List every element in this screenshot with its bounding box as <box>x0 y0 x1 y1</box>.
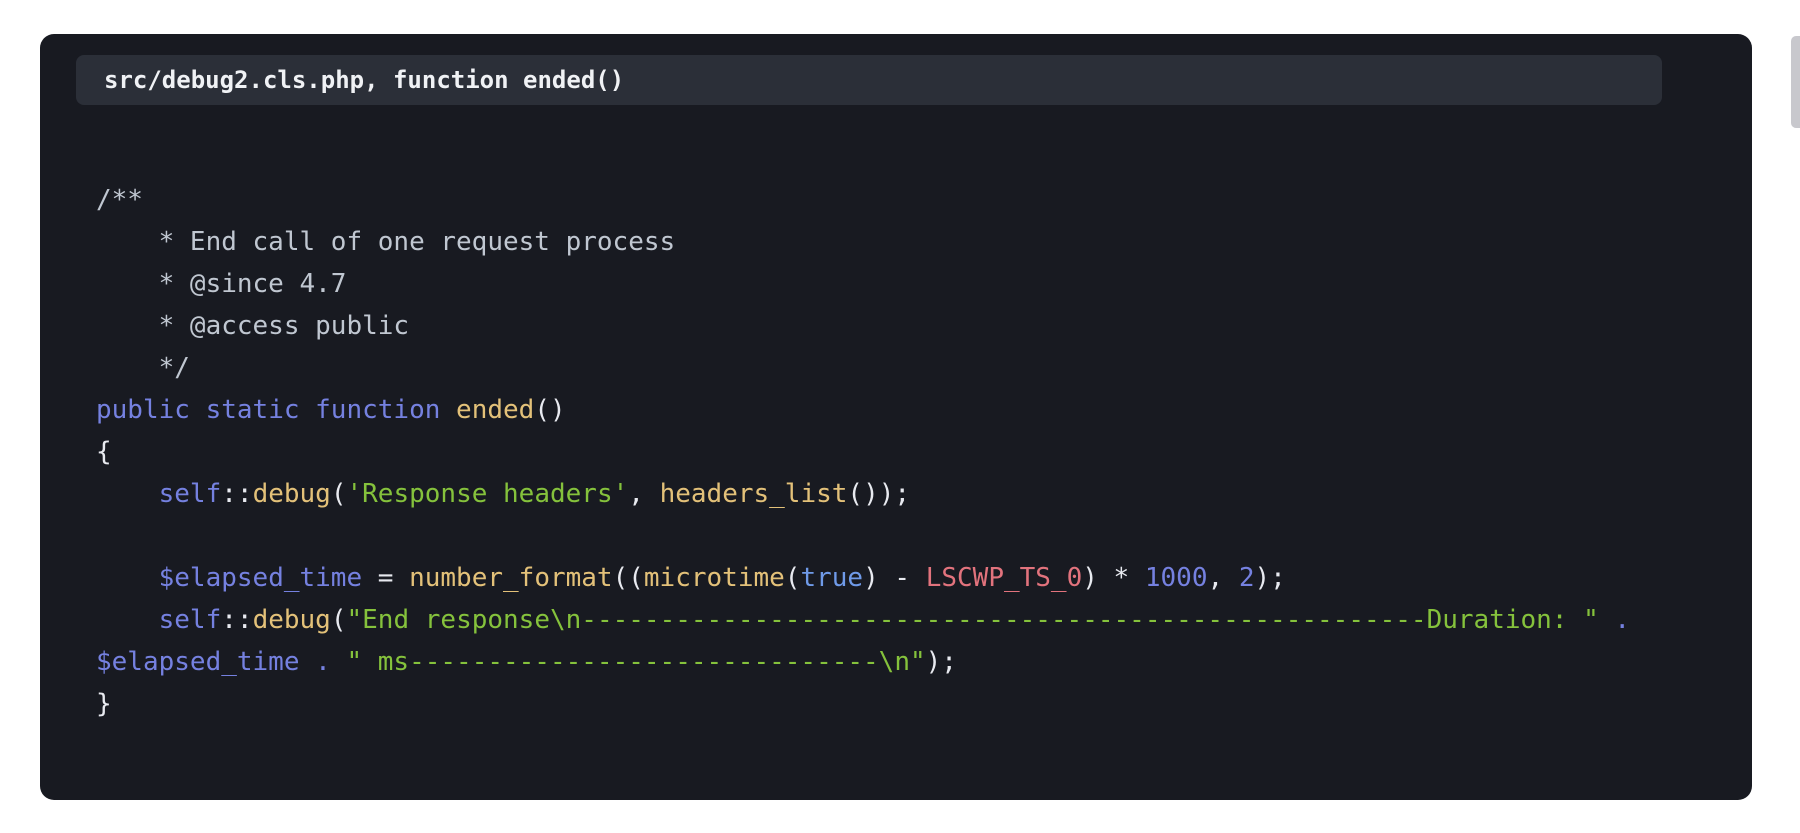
code-token-string: 'Response headers' <box>346 479 629 509</box>
code-token-plain: ) - <box>863 563 926 593</box>
code-token-plain <box>190 395 206 425</box>
code-token-plain <box>440 395 456 425</box>
code-token-keyword: static <box>205 395 300 425</box>
code-token-plain: ( <box>784 563 801 593</box>
code-token-constant: LSCWP_TS_0 <box>925 563 1083 593</box>
code-token-plain: ( <box>330 479 347 509</box>
code-token-variable: self <box>158 605 222 635</box>
code-token-comment: * @access public <box>96 311 410 341</box>
code-token-plain: ( <box>330 605 347 635</box>
code-token-plain <box>96 605 159 635</box>
code-token-plain <box>300 647 316 677</box>
code-token-plain: ); <box>1254 563 1286 593</box>
code-token-plain: ); <box>925 647 957 677</box>
code-token-plain <box>96 479 159 509</box>
code-token-function: headers_list <box>659 479 848 509</box>
code-token-plain: = <box>362 563 410 593</box>
code-header-bar: src/debug2.cls.php, function ended() <box>76 55 1662 105</box>
code-card: src/debug2.cls.php, function ended() /**… <box>40 34 1752 800</box>
code-token-plain: ) * <box>1082 563 1145 593</box>
code-token-boolean: true <box>800 563 864 593</box>
code-token-plain: , <box>1207 563 1239 593</box>
code-token-plain: () <box>534 395 566 425</box>
code-line: */ <box>96 347 1716 389</box>
code-line: * End call of one request process <box>96 221 1716 263</box>
code-token-function: ended <box>456 395 535 425</box>
code-token-plain: , <box>628 479 660 509</box>
code-token-function: microtime <box>643 563 785 593</box>
code-token-plain <box>1599 605 1615 635</box>
code-token-comment: /** <box>96 185 143 215</box>
code-line: { <box>96 431 1716 473</box>
code-token-plain <box>300 395 316 425</box>
code-token-string: "End response\n-------------------------… <box>346 605 1599 635</box>
code-token-keyword: public <box>96 395 190 425</box>
code-line: } <box>96 683 1716 725</box>
code-token-variable: $elapsed_time <box>158 563 363 593</box>
code-token-operator: . <box>315 647 331 677</box>
code-line: /** <box>96 179 1716 221</box>
code-line: public static function ended() <box>96 389 1716 431</box>
code-line: * @since 4.7 <box>96 263 1716 305</box>
code-token-plain: (( <box>612 563 644 593</box>
code-line: * @access public <box>96 305 1716 347</box>
code-header-title: src/debug2.cls.php, function ended() <box>104 66 625 94</box>
code-line: $elapsed_time = number_format((microtime… <box>96 557 1716 599</box>
code-token-number: 2 <box>1238 563 1255 593</box>
code-token-function: number_format <box>409 563 613 593</box>
code-token-plain: :: <box>221 605 253 635</box>
code-token-keyword: function <box>315 395 441 425</box>
code-token-variable: $elapsed_time <box>96 647 300 677</box>
code-token-plain <box>96 563 159 593</box>
code-block: /** * End call of one request process * … <box>76 179 1716 725</box>
code-token-number: 1000 <box>1144 563 1208 593</box>
code-token-plain: { <box>96 437 112 467</box>
code-token-variable: self <box>158 479 222 509</box>
code-token-plain: :: <box>221 479 253 509</box>
code-token-operator: . <box>1614 605 1631 635</box>
code-token-plain: ()); <box>847 479 911 509</box>
code-line: self::debug('Response headers', headers_… <box>96 473 1716 515</box>
code-token-comment: */ <box>96 353 190 383</box>
code-line: $elapsed_time . " ms--------------------… <box>96 641 1716 683</box>
code-token-plain: } <box>96 689 112 719</box>
code-token-function: debug <box>252 479 331 509</box>
code-token-function: debug <box>252 605 331 635</box>
code-token-string: " ms------------------------------\n" <box>346 647 926 677</box>
code-token-plain <box>331 647 347 677</box>
scrollbar-thumb[interactable] <box>1791 36 1800 128</box>
code-token-comment: * @since 4.7 <box>96 269 347 299</box>
code-token-comment: * End call of one request process <box>96 227 676 257</box>
code-line: self::debug("End response\n-------------… <box>96 599 1716 641</box>
code-line <box>96 515 1716 557</box>
